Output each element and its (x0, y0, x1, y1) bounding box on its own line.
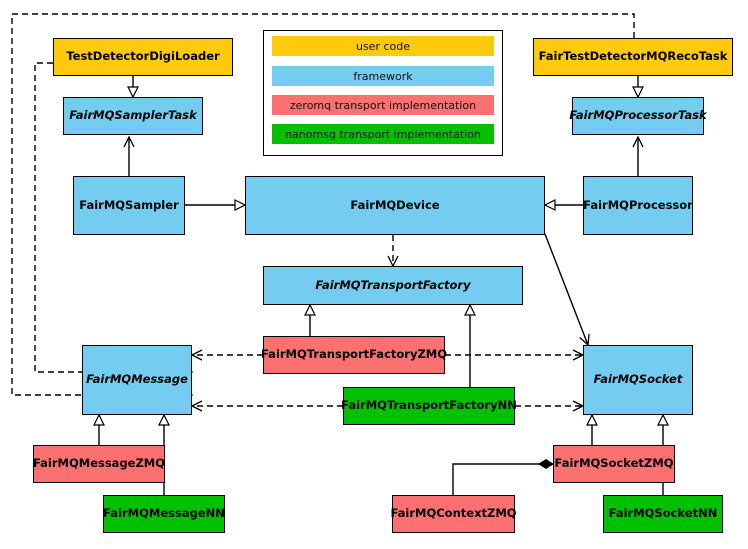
class-node-fairmqtransportfactory[interactable]: FairMQTransportFactory (263, 266, 523, 305)
class-label: FairMQSampler (79, 197, 179, 212)
class-label: FairMQContextZMQ (390, 506, 517, 521)
class-label: FairMQMessageNN (103, 506, 225, 521)
class-node-fairmqprocessor[interactable]: FairMQProcessor (583, 176, 693, 235)
legend-item-user-code: user code (272, 36, 494, 56)
class-node-fairmqmessagenn[interactable]: FairMQMessageNN (103, 495, 225, 533)
class-node-fairmqprocessortask[interactable]: FairMQProcessorTask (569, 97, 707, 135)
class-label: FairMQSamplerTask (69, 108, 197, 123)
edge-contextzmq-socketzmq (452, 459, 554, 495)
class-label: TestDetectorDigiLoader (66, 49, 220, 64)
class-label: FairMQTransportFactoryNN (341, 398, 517, 413)
class-label: FairMQProcessorTask (569, 108, 707, 123)
class-label: FairMQMessage (86, 372, 188, 387)
class-node-fairmqsocketzmq[interactable]: FairMQSocketZMQ (553, 445, 675, 483)
class-node-fairmqsocket[interactable]: FairMQSocket (583, 345, 693, 415)
class-label: FairMQProcessor (583, 197, 693, 212)
legend-item-zeromq: zeromq transport implementation (272, 95, 494, 115)
class-node-testdetectordigiloader[interactable]: TestDetectorDigiLoader (53, 38, 233, 76)
legend-item-framework: framework (272, 66, 494, 86)
class-label: FairMQSocket (593, 372, 683, 387)
edge-device-socket (544, 233, 590, 347)
legend-label-user-code: user code (355, 39, 411, 53)
legend-label-zeromq: zeromq transport implementation (289, 98, 477, 112)
legend-label-nanomsg: nanomsg transport implementation (285, 127, 481, 141)
class-label: FairMQTransportFactory (315, 277, 471, 292)
class-node-fairmqmessage[interactable]: FairMQMessage (82, 345, 192, 415)
class-label: FairMQMessageZMQ (32, 456, 166, 471)
legend-label-framework: framework (353, 69, 413, 83)
class-node-fairmqmessagezmq[interactable]: FairMQMessageZMQ (33, 445, 165, 483)
class-label: FairMQSocketZMQ (554, 456, 674, 471)
class-node-fairtestdetectormqrecotask[interactable]: FairTestDetectorMQRecoTask (533, 38, 733, 76)
class-node-fairmqsamplertask[interactable]: FairMQSamplerTask (63, 97, 203, 135)
class-node-fairmqsampler[interactable]: FairMQSampler (73, 176, 185, 235)
class-label: FairTestDetectorMQRecoTask (538, 49, 728, 64)
legend-item-nanomsg: nanomsg transport implementation (272, 124, 494, 144)
class-node-fairmqdevice[interactable]: FairMQDevice (245, 176, 545, 235)
class-label: FairMQTransportFactoryZMQ (261, 347, 448, 362)
class-node-fairmqtransportfactoryzmq[interactable]: FairMQTransportFactoryZMQ (261, 336, 448, 374)
class-node-fairmqtransportfactorynn[interactable]: FairMQTransportFactoryNN (341, 387, 517, 425)
class-label: FairMQSocketNN (608, 506, 718, 521)
class-node-fairmqcontextzmq[interactable]: FairMQContextZMQ (390, 495, 517, 533)
class-label: FairMQDevice (350, 197, 440, 212)
class-node-fairmqsocketnn[interactable]: FairMQSocketNN (603, 495, 723, 533)
